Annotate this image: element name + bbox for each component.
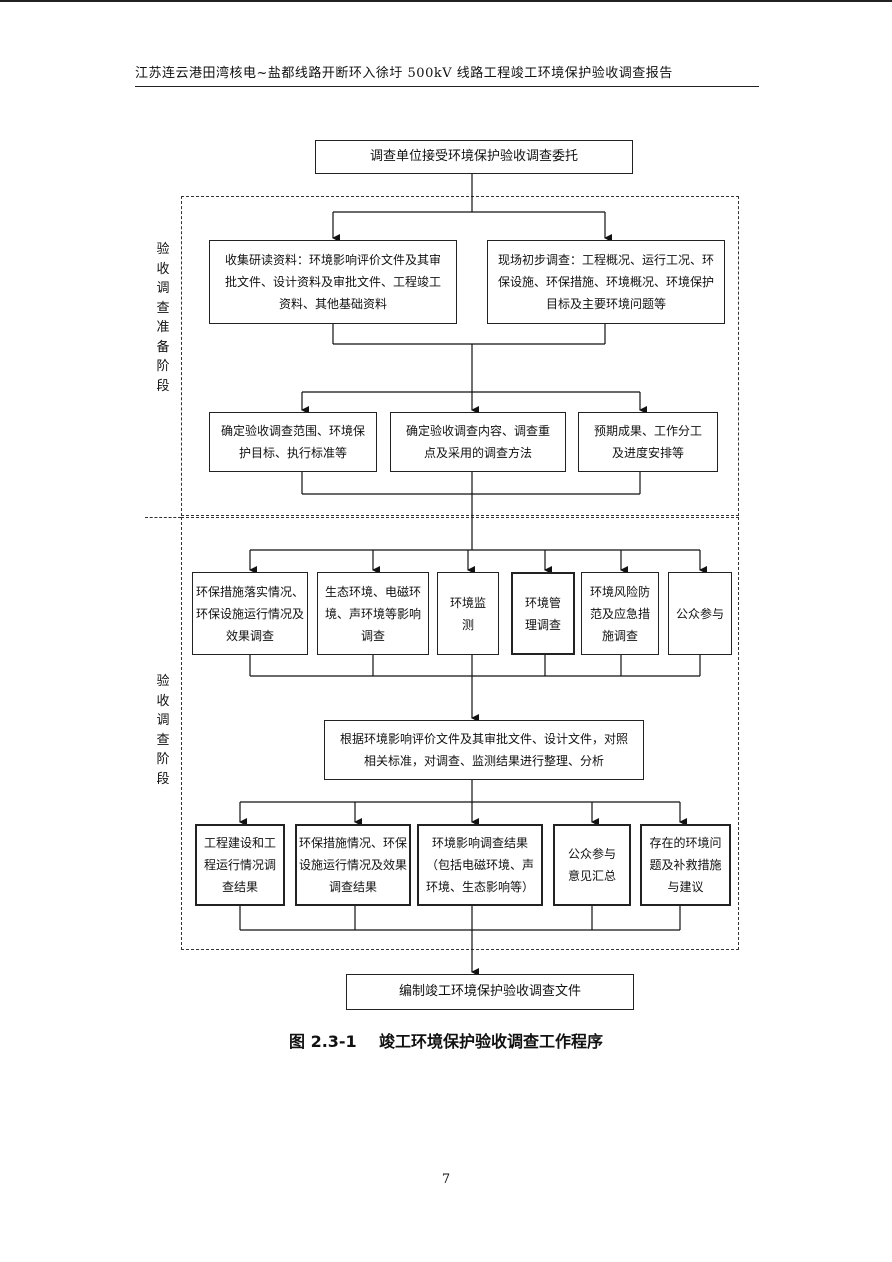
result-public: 公众参与意见汇总 (553, 824, 631, 906)
task-risk: 环境风险防范及应急措施调查 (581, 572, 659, 655)
stage-divider (145, 517, 181, 518)
result-measures: 环保措施情况、环保设施运行情况及效果调查结果 (295, 824, 411, 906)
result-impact: 环境影响调查结果（包括电磁环境、声环境、生态影响等） (417, 824, 543, 906)
prep-stage-label: 验收调查准备阶段 (156, 242, 170, 394)
step-plan: 预期成果、工作分工及进度安排等 (578, 412, 718, 472)
step-site-survey: 现场初步调查：工程概况、运行工况、环保设施、环保措施、环境概况、环境保护目标及主… (487, 240, 725, 324)
page-number: 7 (441, 1172, 451, 1187)
step-analysis: 根据环境影响评价文件及其审批文件、设计文件，对照相关标准，对调查、监测结果进行整… (324, 720, 644, 780)
step-scope: 确定验收调查范围、环境保护目标、执行标准等 (209, 412, 377, 472)
task-impact: 生态环境、电磁环境、声环境等影响调查 (317, 572, 429, 655)
survey-stage-frame (181, 517, 739, 950)
step-compile-report: 编制竣工环境保护验收调查文件 (346, 974, 634, 1010)
task-management: 环境管理调查 (511, 572, 575, 655)
result-problems: 存在的环境问题及补救措施与建议 (640, 824, 731, 906)
step-collect-materials: 收集研读资料：环境影响评价文件及其审批文件、设计资料及审批文件、工程竣工资料、其… (209, 240, 457, 324)
step-accept-commission: 调查单位接受环境保护验收调查委托 (315, 140, 633, 174)
survey-stage-label: 验收调查阶段 (156, 674, 170, 787)
task-monitoring: 环境监测 (437, 572, 499, 655)
result-construction: 工程建设和工程运行情况调查结果 (195, 824, 285, 906)
task-public: 公众参与 (668, 572, 732, 655)
figure-caption: 图 2.3-1 竣工环境保护验收调查工作程序 (289, 1032, 603, 1051)
task-measures: 环保措施落实情况、环保设施运行情况及效果调查 (192, 572, 308, 655)
step-content: 确定验收调查内容、调查重点及采用的调查方法 (390, 412, 566, 472)
prep-stage-frame (181, 196, 739, 516)
page-top-rule (0, 0, 892, 2)
running-header: 江苏连云港田湾核电~盐都线路开断环入徐圩 500kV 线路工程竣工环境保护验收调… (135, 64, 759, 87)
